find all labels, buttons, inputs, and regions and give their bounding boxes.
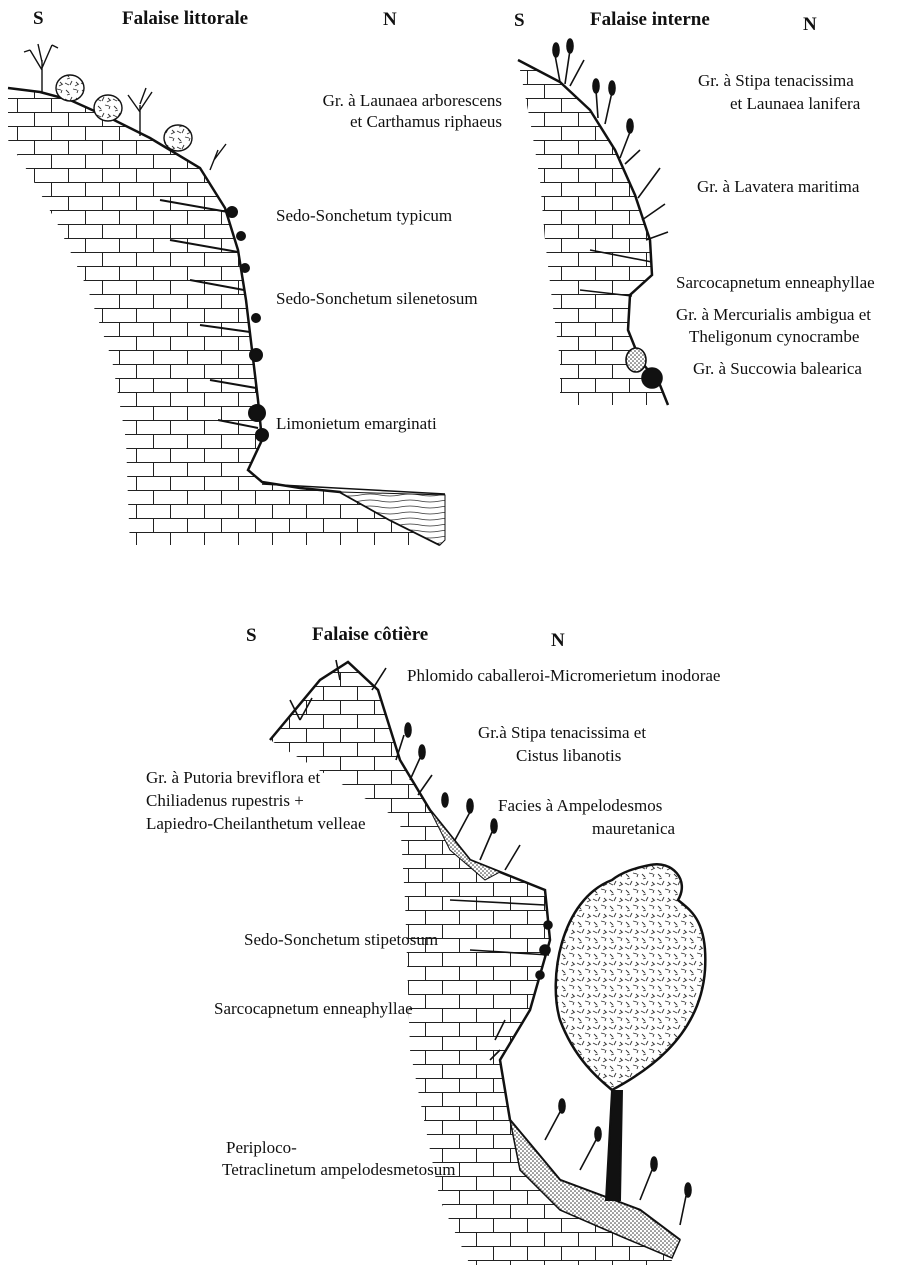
cotiere-label-tetraclinetum: Tetraclinetum ampelodesmetosum bbox=[222, 1159, 455, 1180]
littorale-label-carthamus: et Carthamus riphaeus bbox=[270, 111, 502, 132]
cotiere-label-mauretanica: mauretanica bbox=[592, 818, 675, 839]
cotiere-label-sarcocapnetum: Sarcocapnetum enneaphyllae bbox=[214, 998, 413, 1019]
cotiere-label-phlomido: Phlomido caballeroi-Micromerietum inodor… bbox=[407, 665, 720, 686]
interne-label-succowia: Gr. à Succowia balearica bbox=[693, 358, 862, 379]
cotiere-label-ampelodesmos: Facies à Ampelodesmos bbox=[498, 795, 662, 816]
panel-falaise-interne bbox=[518, 39, 668, 405]
littorale-label-sedo-silenetosum: Sedo-Sonchetum silenetosum bbox=[276, 288, 478, 309]
cotiere-label-putoria: Gr. à Putoria breviflora et bbox=[146, 767, 320, 788]
littorale-title: Falaise littorale bbox=[122, 8, 248, 30]
interne-label-stipa: Gr. à Stipa tenacissima bbox=[698, 70, 854, 91]
littorale-rock-mass bbox=[8, 88, 440, 545]
cotiere-title: Falaise côtière bbox=[312, 624, 428, 646]
cotiere-label-periploco: Periploco- bbox=[226, 1137, 297, 1158]
interne-label-sarcocapnetum: Sarcocapnetum enneaphyllae bbox=[676, 272, 875, 293]
interne-label-launaea: et Launaea lanifera bbox=[730, 93, 860, 114]
cotiere-label-chiliadenus: Chiliadenus rupestris + bbox=[146, 790, 304, 811]
interne-label-lavatera: Gr. à Lavatera maritima bbox=[697, 176, 859, 197]
cotiere-label-stipa: Gr.à Stipa tenacissima et bbox=[478, 722, 646, 743]
interne-label-mercurialis: Gr. à Mercurialis ambigua et bbox=[676, 304, 871, 325]
littorale-label-sedo-typicum: Sedo-Sonchetum typicum bbox=[276, 205, 452, 226]
cotiere-north-marker: N bbox=[551, 630, 565, 652]
cotiere-label-cistus: Cistus libanotis bbox=[516, 745, 621, 766]
interne-south-marker: S bbox=[514, 10, 525, 32]
interne-rock-mass bbox=[518, 60, 668, 405]
littorale-south-marker: S bbox=[33, 8, 44, 30]
cotiere-south-marker: S bbox=[246, 625, 257, 647]
cotiere-label-sedo-stipetosum: Sedo-Sonchetum stipetosum bbox=[244, 929, 438, 950]
littorale-north-marker: N bbox=[383, 9, 397, 31]
tetraclinis-tree bbox=[556, 864, 706, 1200]
interne-north-marker: N bbox=[803, 14, 817, 36]
littorale-label-launaea: Gr. à Launaea arborescens bbox=[270, 90, 502, 111]
interne-title: Falaise interne bbox=[590, 9, 710, 31]
cotiere-label-lapiedro: Lapiedro-Cheilanthetum velleae bbox=[146, 813, 366, 834]
interne-label-theligonum: Theligonum cynocrambe bbox=[689, 326, 859, 347]
littorale-label-limonietum: Limonietum emarginati bbox=[276, 413, 437, 434]
